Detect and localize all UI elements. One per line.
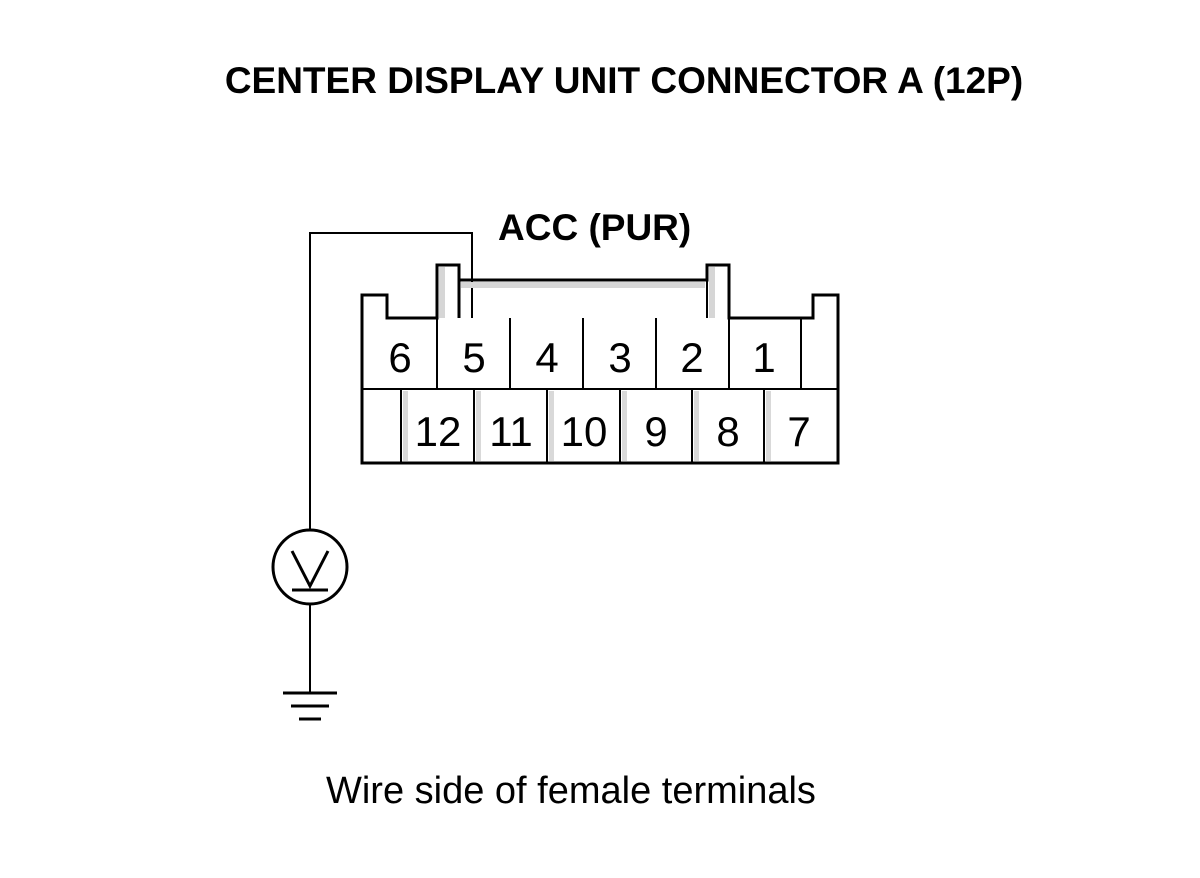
terminal-1: 1 bbox=[752, 334, 775, 381]
top-row-dividers bbox=[436, 318, 802, 389]
terminal-2: 2 bbox=[680, 334, 703, 381]
diagram-title: CENTER DISPLAY UNIT CONNECTOR A (12P) bbox=[224, 60, 1024, 101]
terminal-labels: 6 5 4 3 2 1 12 11 10 9 8 7 bbox=[388, 334, 810, 455]
diagram-caption: Wire side of female terminals bbox=[326, 770, 816, 812]
terminal-12: 12 bbox=[415, 408, 462, 455]
terminal-6: 6 bbox=[388, 334, 411, 381]
terminal-8: 8 bbox=[716, 408, 739, 455]
terminal-4: 4 bbox=[535, 334, 558, 381]
bottom-row-shadows bbox=[403, 391, 771, 461]
ground-icon bbox=[283, 691, 337, 721]
latch-shadow-right bbox=[709, 267, 715, 318]
terminal-3: 3 bbox=[608, 334, 631, 381]
terminal-7: 7 bbox=[787, 408, 810, 455]
wire-label-acc: ACC (PUR) bbox=[498, 207, 692, 248]
latch-shadow bbox=[461, 282, 705, 288]
terminal-9: 9 bbox=[644, 408, 667, 455]
latch-shadow-left bbox=[439, 267, 445, 318]
connector-housing bbox=[360, 263, 840, 465]
terminal-5: 5 bbox=[462, 334, 485, 381]
bottom-row-dividers bbox=[400, 389, 765, 463]
voltmeter-icon bbox=[271, 528, 349, 606]
terminal-11: 11 bbox=[489, 408, 533, 455]
terminal-10: 10 bbox=[561, 408, 608, 455]
probe-wire bbox=[309, 232, 473, 530]
